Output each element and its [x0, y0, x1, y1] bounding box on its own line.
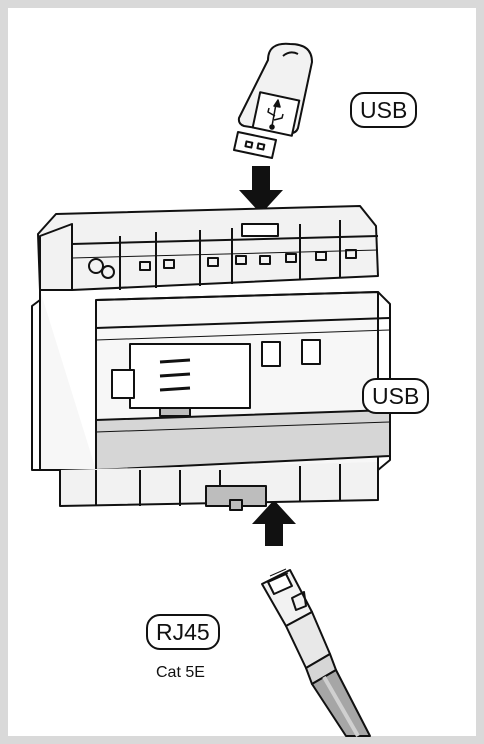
rj45-label: RJ45	[146, 614, 220, 650]
usb-icon	[267, 99, 284, 130]
usb-label-top: USB	[350, 92, 418, 128]
insert-arrow-top	[239, 166, 283, 214]
din-rail-module	[31, 205, 391, 511]
rj45-plug	[261, 568, 337, 685]
usb-stick	[233, 42, 313, 159]
cable-spec-caption: Cat 5E	[156, 664, 205, 681]
insert-arrow-bottom	[252, 500, 296, 546]
usb-label-side: USB	[362, 378, 430, 414]
